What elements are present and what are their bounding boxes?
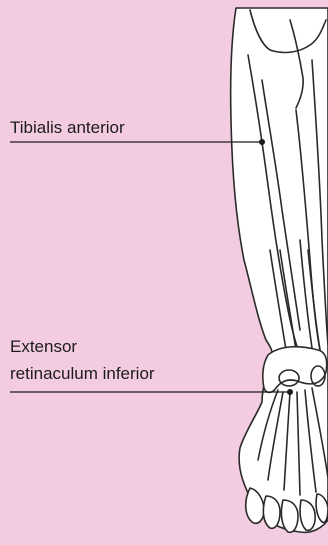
extensor-leader-dot [288,390,293,395]
tibialis-anterior-label: Tibialis anterior [10,116,125,140]
extensor-retinaculum-label-line2: retinaculum inferior [10,362,155,386]
tibialis-leader-dot [260,140,265,145]
toe-2 [263,496,280,528]
extensor-retinaculum-label-line1: Extensor [10,335,77,359]
